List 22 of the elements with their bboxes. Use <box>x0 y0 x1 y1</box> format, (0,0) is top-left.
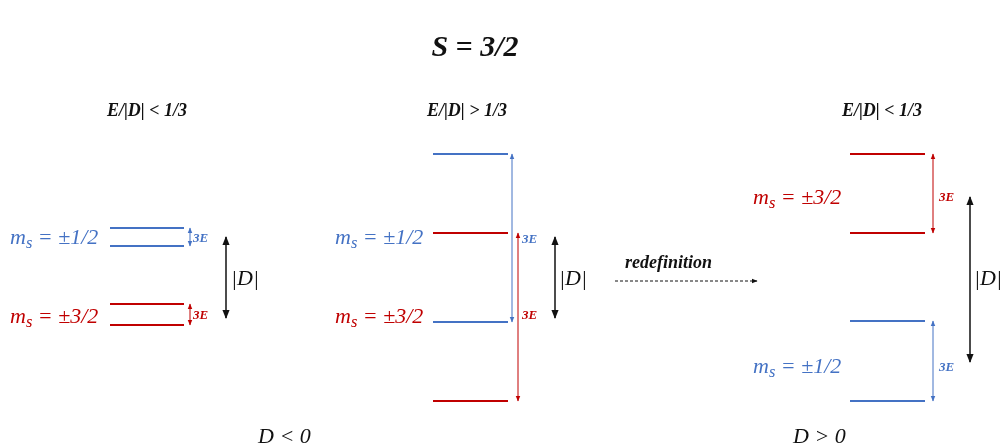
dimension-label: 3E <box>939 189 955 203</box>
math-label: m$_{s}$ = ±3/2 <box>10 305 99 327</box>
math-label: E/|D| < 1/3 <box>841 101 923 119</box>
math-label: redefinition <box>625 253 712 271</box>
math-label: m$_{s}$ = ±3/2 <box>753 186 842 208</box>
math-label: m$_{s}$ = ±1/2 <box>753 355 842 377</box>
math-label: m$_{s}$ = ±1/2 <box>335 226 424 248</box>
title: S = 3/2 <box>431 27 519 64</box>
dimension-label: 3E <box>193 307 209 321</box>
math-label: |D| <box>231 267 259 289</box>
dimension-label: 3E <box>939 359 955 373</box>
math-label: D < 0 <box>258 425 311 447</box>
dimension-label: 3E <box>522 231 538 245</box>
math-label: E/|D| < 1/3 <box>106 101 188 119</box>
math-label: D > 0 <box>793 425 846 447</box>
dimension-label: 3E <box>193 230 209 244</box>
math-label: m$_{s}$ = ±3/2 <box>335 305 424 327</box>
math-label: E/|D| > 1/3 <box>426 101 508 119</box>
math-label: m$_{s}$ = ±1/2 <box>10 226 99 248</box>
dimension-label: 3E <box>522 307 538 321</box>
math-label: |D| <box>974 267 1002 289</box>
math-label: |D| <box>559 267 587 289</box>
